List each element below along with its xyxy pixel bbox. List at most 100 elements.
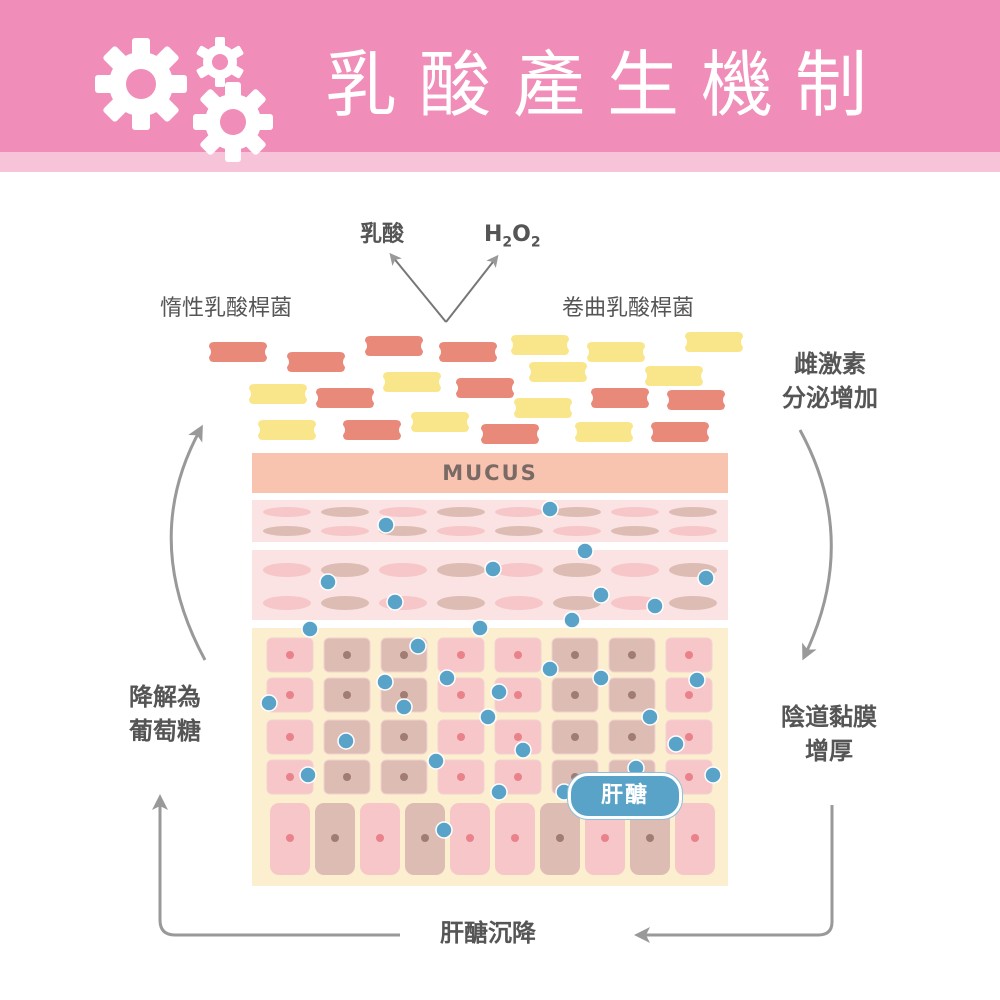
bacterium	[287, 352, 345, 372]
glycogen-dot	[395, 698, 413, 716]
cycle-arrows	[152, 424, 834, 943]
cell-nucleus	[685, 733, 693, 741]
cell-nucleus	[685, 773, 693, 781]
lactic-acid-label: 乳酸	[360, 222, 405, 247]
cell-nucleus	[628, 691, 636, 699]
cell-nucleus	[286, 773, 294, 781]
cell-nucleus	[691, 834, 699, 842]
glucose-degradation-label: 降解為 葡萄糖	[129, 683, 201, 745]
cell-oval	[669, 526, 717, 536]
glycogen-dot	[592, 586, 610, 604]
estrogen-label: 雌激素 分泌增加	[782, 350, 878, 412]
cell-nucleus	[457, 733, 465, 741]
cell-oval	[263, 526, 311, 536]
cell-nucleus	[457, 773, 465, 781]
bacterium	[456, 378, 514, 398]
page-title: 乳酸產生機制	[325, 43, 890, 127]
glycogen-dot	[386, 593, 404, 611]
bacterium	[411, 412, 469, 432]
cell-oval	[321, 526, 369, 536]
h2o2-label: H2O2	[484, 222, 541, 251]
cell-oval	[611, 507, 659, 517]
glycogen-dot	[490, 683, 508, 701]
cell-nucleus	[376, 834, 384, 842]
cell-nucleus	[628, 733, 636, 741]
cell-oval	[437, 596, 485, 610]
cell-nucleus	[286, 691, 294, 699]
cell-nucleus	[466, 834, 474, 842]
bacterium	[343, 420, 401, 440]
cell-oval	[553, 596, 601, 610]
crispatus-lactobacillus-label: 卷曲乳酸桿菌	[562, 296, 695, 321]
glycogen-dot	[337, 732, 355, 750]
glycogen-dot	[471, 619, 489, 637]
cell-oval	[495, 507, 543, 517]
glycogen-dots	[260, 500, 722, 839]
bacterium	[587, 342, 645, 362]
glycogen-dot	[592, 669, 610, 687]
cell-nucleus	[628, 651, 636, 659]
mucus-band	[252, 453, 728, 493]
bacterium	[383, 372, 441, 392]
cell-oval	[263, 563, 311, 577]
cell-nucleus	[286, 651, 294, 659]
cell-nucleus	[400, 733, 408, 741]
bacterium	[591, 388, 649, 408]
mucosa-thickening-label: 陰道黏膜 增厚	[781, 703, 877, 765]
cell-nucleus	[514, 651, 522, 659]
glycogen-dot	[299, 766, 317, 784]
cell-nucleus	[400, 651, 408, 659]
cell-nucleus	[286, 733, 294, 741]
glycogen-dot	[688, 671, 706, 689]
cell-nucleus	[343, 651, 351, 659]
cell-oval	[321, 596, 369, 610]
glycogen-dot	[435, 821, 453, 839]
cell-oval	[437, 563, 485, 577]
glycogen-dot	[576, 542, 594, 560]
epithelial-band-top	[252, 500, 728, 542]
glycogen-dot	[484, 560, 502, 578]
glycogen-dot	[641, 708, 659, 726]
product-arrows	[389, 252, 499, 323]
cell-nucleus	[571, 651, 579, 659]
glycogen-dot	[260, 694, 278, 712]
cell-nucleus	[457, 691, 465, 699]
bacterium	[529, 362, 587, 382]
cell-oval	[321, 507, 369, 517]
bacterium	[667, 390, 725, 410]
cell-nucleus	[646, 834, 654, 842]
bacterium	[514, 398, 572, 418]
glycogen-deposition-label: 肝醣沉降	[440, 919, 536, 947]
cell-oval	[495, 596, 543, 610]
epithelial-ovals	[263, 507, 717, 610]
cell-nucleus	[685, 651, 693, 659]
cell-oval	[669, 596, 717, 610]
cell-oval	[437, 507, 485, 517]
cell-nucleus	[571, 733, 579, 741]
inert-lactobacillus-label: 惰性乳酸桿菌	[160, 296, 293, 321]
glycogen-dot	[301, 620, 319, 638]
cell-oval	[379, 507, 427, 517]
cell-oval	[263, 507, 311, 517]
bacterium	[316, 388, 374, 408]
glycogen-dot	[541, 500, 559, 518]
cell-nucleus	[400, 773, 408, 781]
bacterium	[249, 384, 307, 404]
bacterium	[575, 422, 633, 442]
glycogen-dot	[377, 516, 395, 534]
cell-nucleus	[400, 691, 408, 699]
mucus-label: MUCUS	[442, 461, 538, 485]
bacterium	[365, 336, 423, 356]
cell-nucleus	[556, 834, 564, 842]
bacterium	[685, 332, 743, 352]
glycogen-dot	[479, 708, 497, 726]
cell-oval	[263, 596, 311, 610]
bacterium	[209, 342, 267, 362]
cell-oval	[669, 507, 717, 517]
cell-oval	[495, 563, 543, 577]
header-strip	[0, 152, 1000, 172]
cell-oval	[611, 526, 659, 536]
glycogen-dot	[563, 611, 581, 629]
bacterium	[258, 420, 316, 440]
cell-oval	[553, 526, 601, 536]
